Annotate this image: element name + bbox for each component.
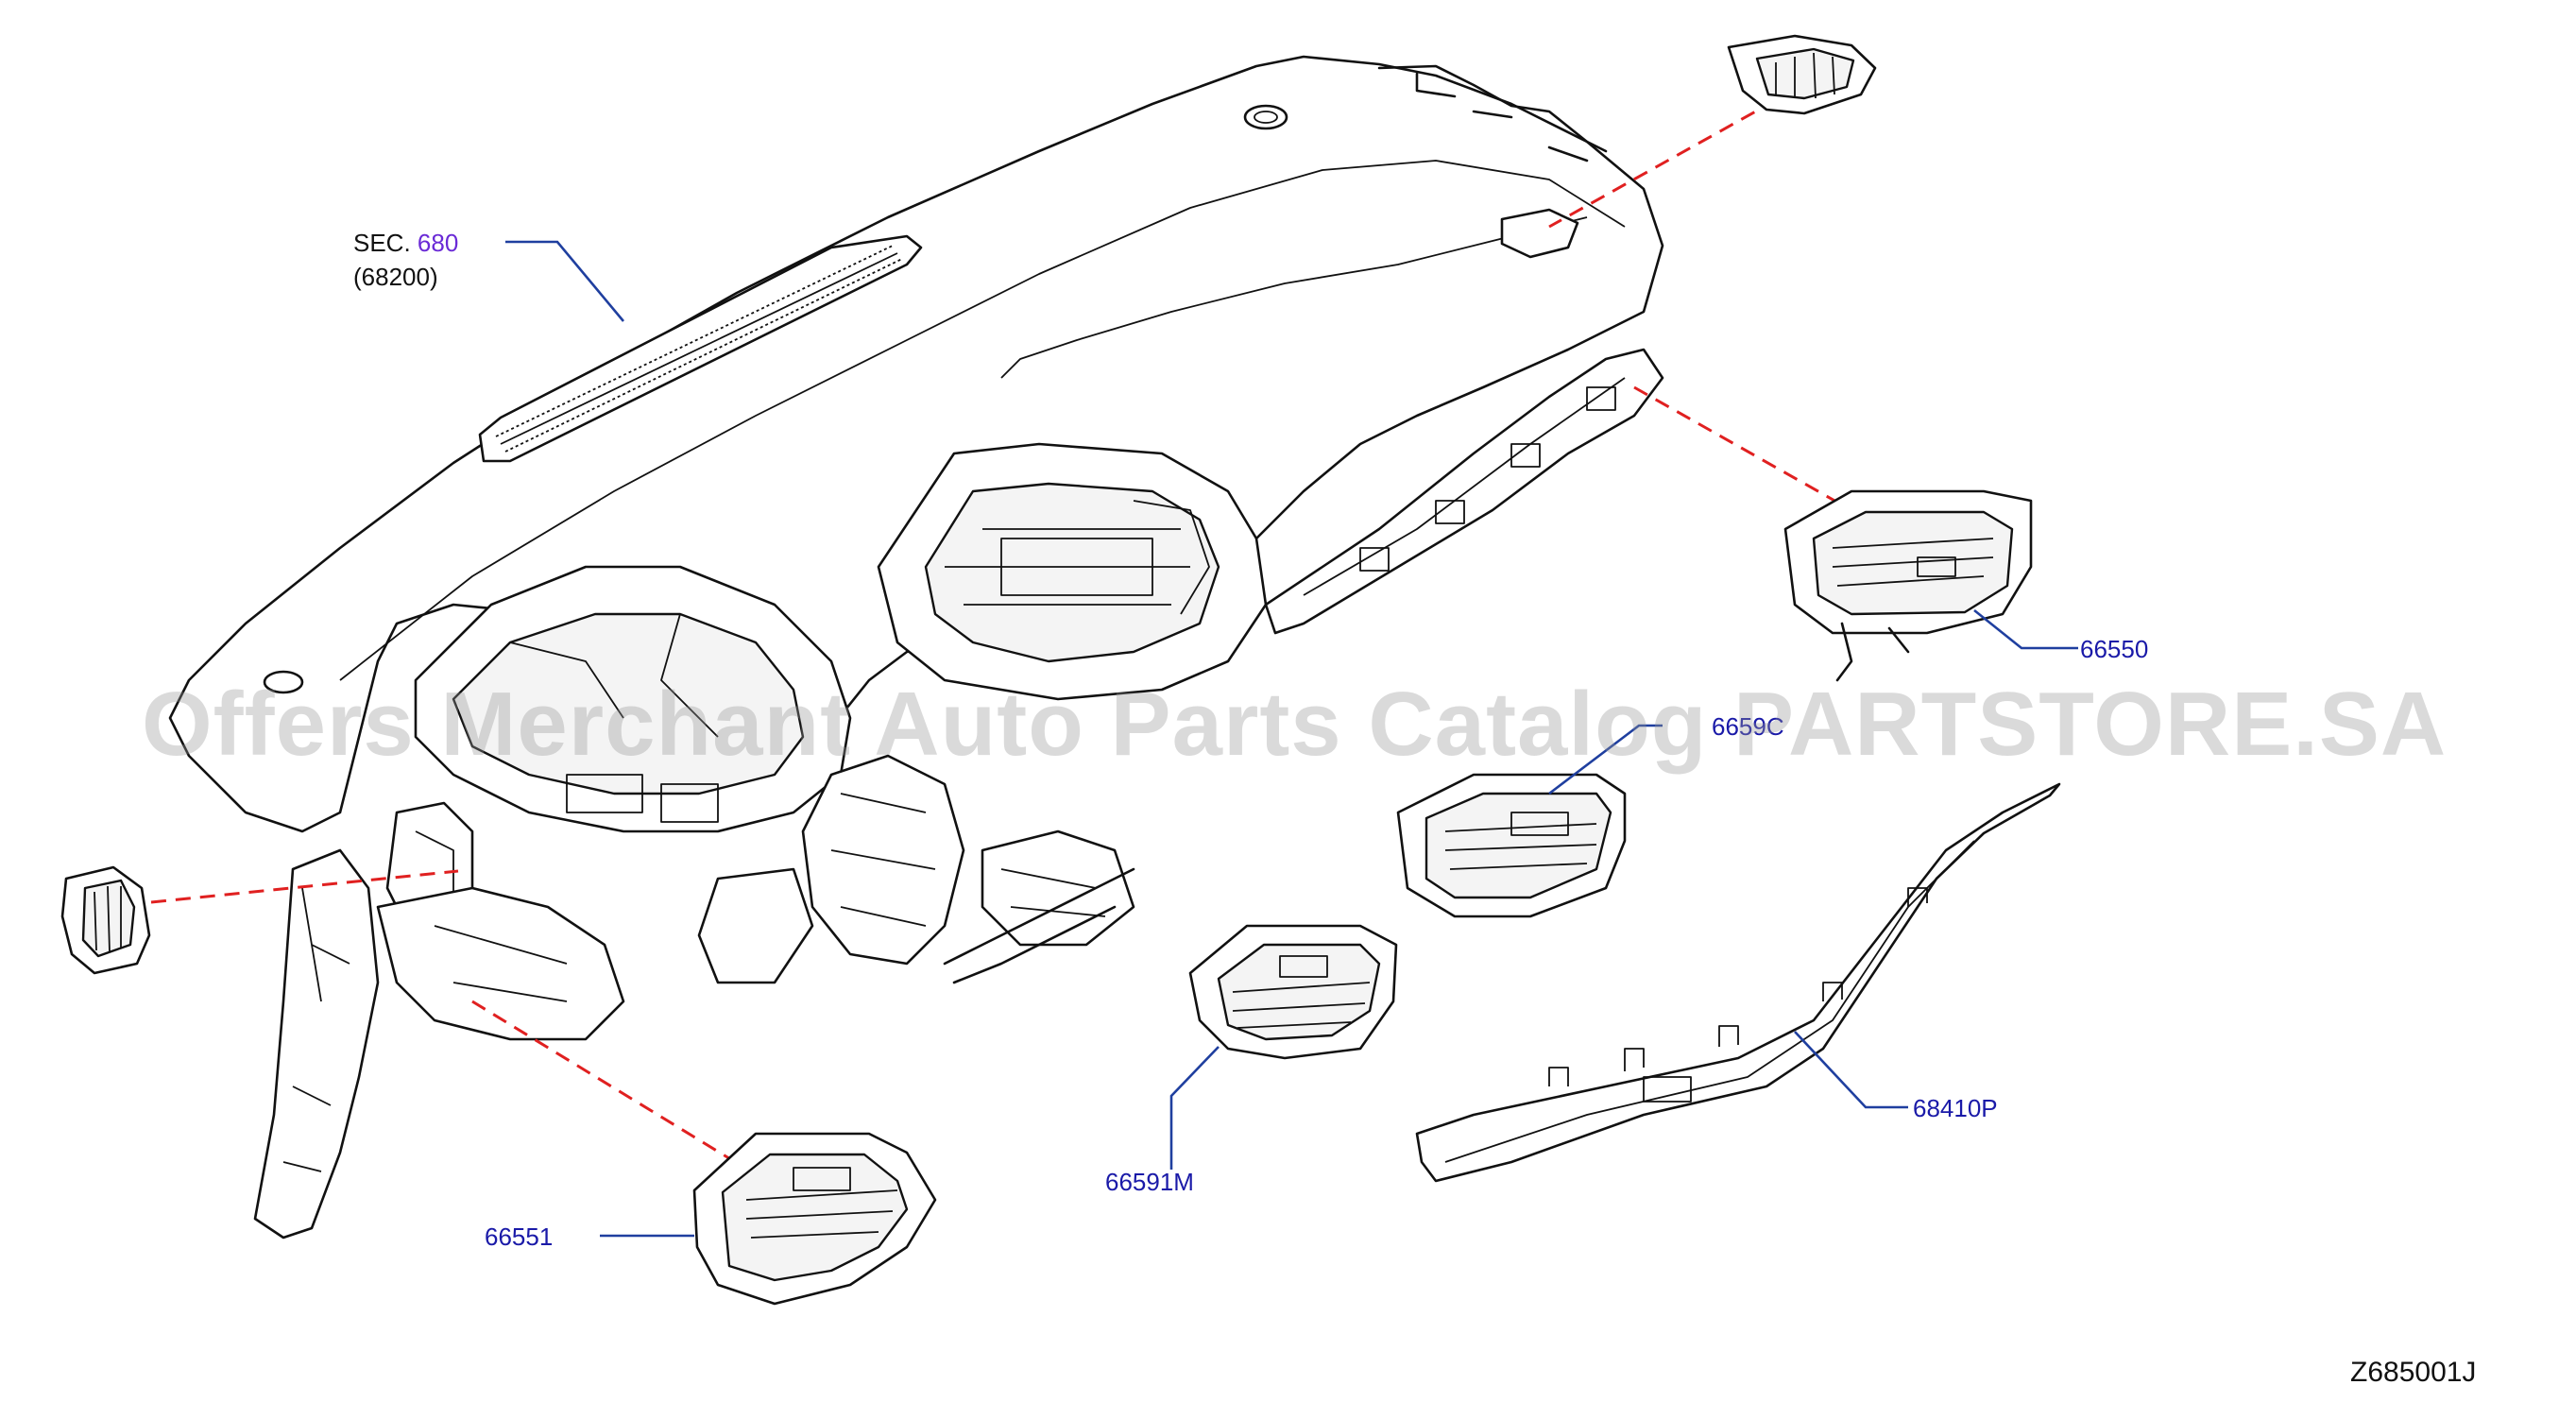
center-support-frame: [697, 754, 1135, 984]
sensor-port: [1243, 104, 1288, 130]
section-number-link[interactable]: 680: [417, 229, 459, 257]
right-reinforcement-beam: [1264, 348, 1664, 635]
defroster-grille: [478, 234, 923, 463]
section-callout[interactable]: SEC. 680: [353, 229, 458, 258]
vent-center-upper-66590[interactable]: [1396, 773, 1627, 918]
vent-left-66551[interactable]: [692, 1132, 937, 1306]
side-port: [263, 670, 304, 694]
vent-right-66550[interactable]: [1783, 489, 2033, 682]
diagram-code: Z685001J: [2350, 1357, 2477, 1388]
center-display-opening: [877, 442, 1268, 701]
finisher-68410p[interactable]: [1415, 782, 2061, 1183]
vent-side-right[interactable]: [1727, 34, 1877, 115]
part-label-66591m[interactable]: 66591M: [1105, 1168, 1194, 1196]
vent-center-lower-66591m[interactable]: [1188, 924, 1398, 1060]
phantom-lines: [150, 98, 1852, 1162]
vent-side-left[interactable]: [60, 865, 151, 975]
lower-knee-panel: [376, 886, 625, 1041]
part-label-66590[interactable]: 6659C: [1712, 712, 1784, 741]
cluster-housing: [414, 565, 852, 833]
section-prefix: SEC.: [353, 229, 411, 257]
part-label-66551[interactable]: 66551: [485, 1222, 554, 1251]
leader-lines: [505, 240, 2078, 1238]
instrument-panel-assembly: [168, 55, 1664, 1240]
part-label-66550[interactable]: 66550: [2080, 635, 2149, 663]
section-reference: (68200): [353, 263, 438, 291]
part-label-68410p[interactable]: 68410P: [1913, 1094, 1998, 1122]
